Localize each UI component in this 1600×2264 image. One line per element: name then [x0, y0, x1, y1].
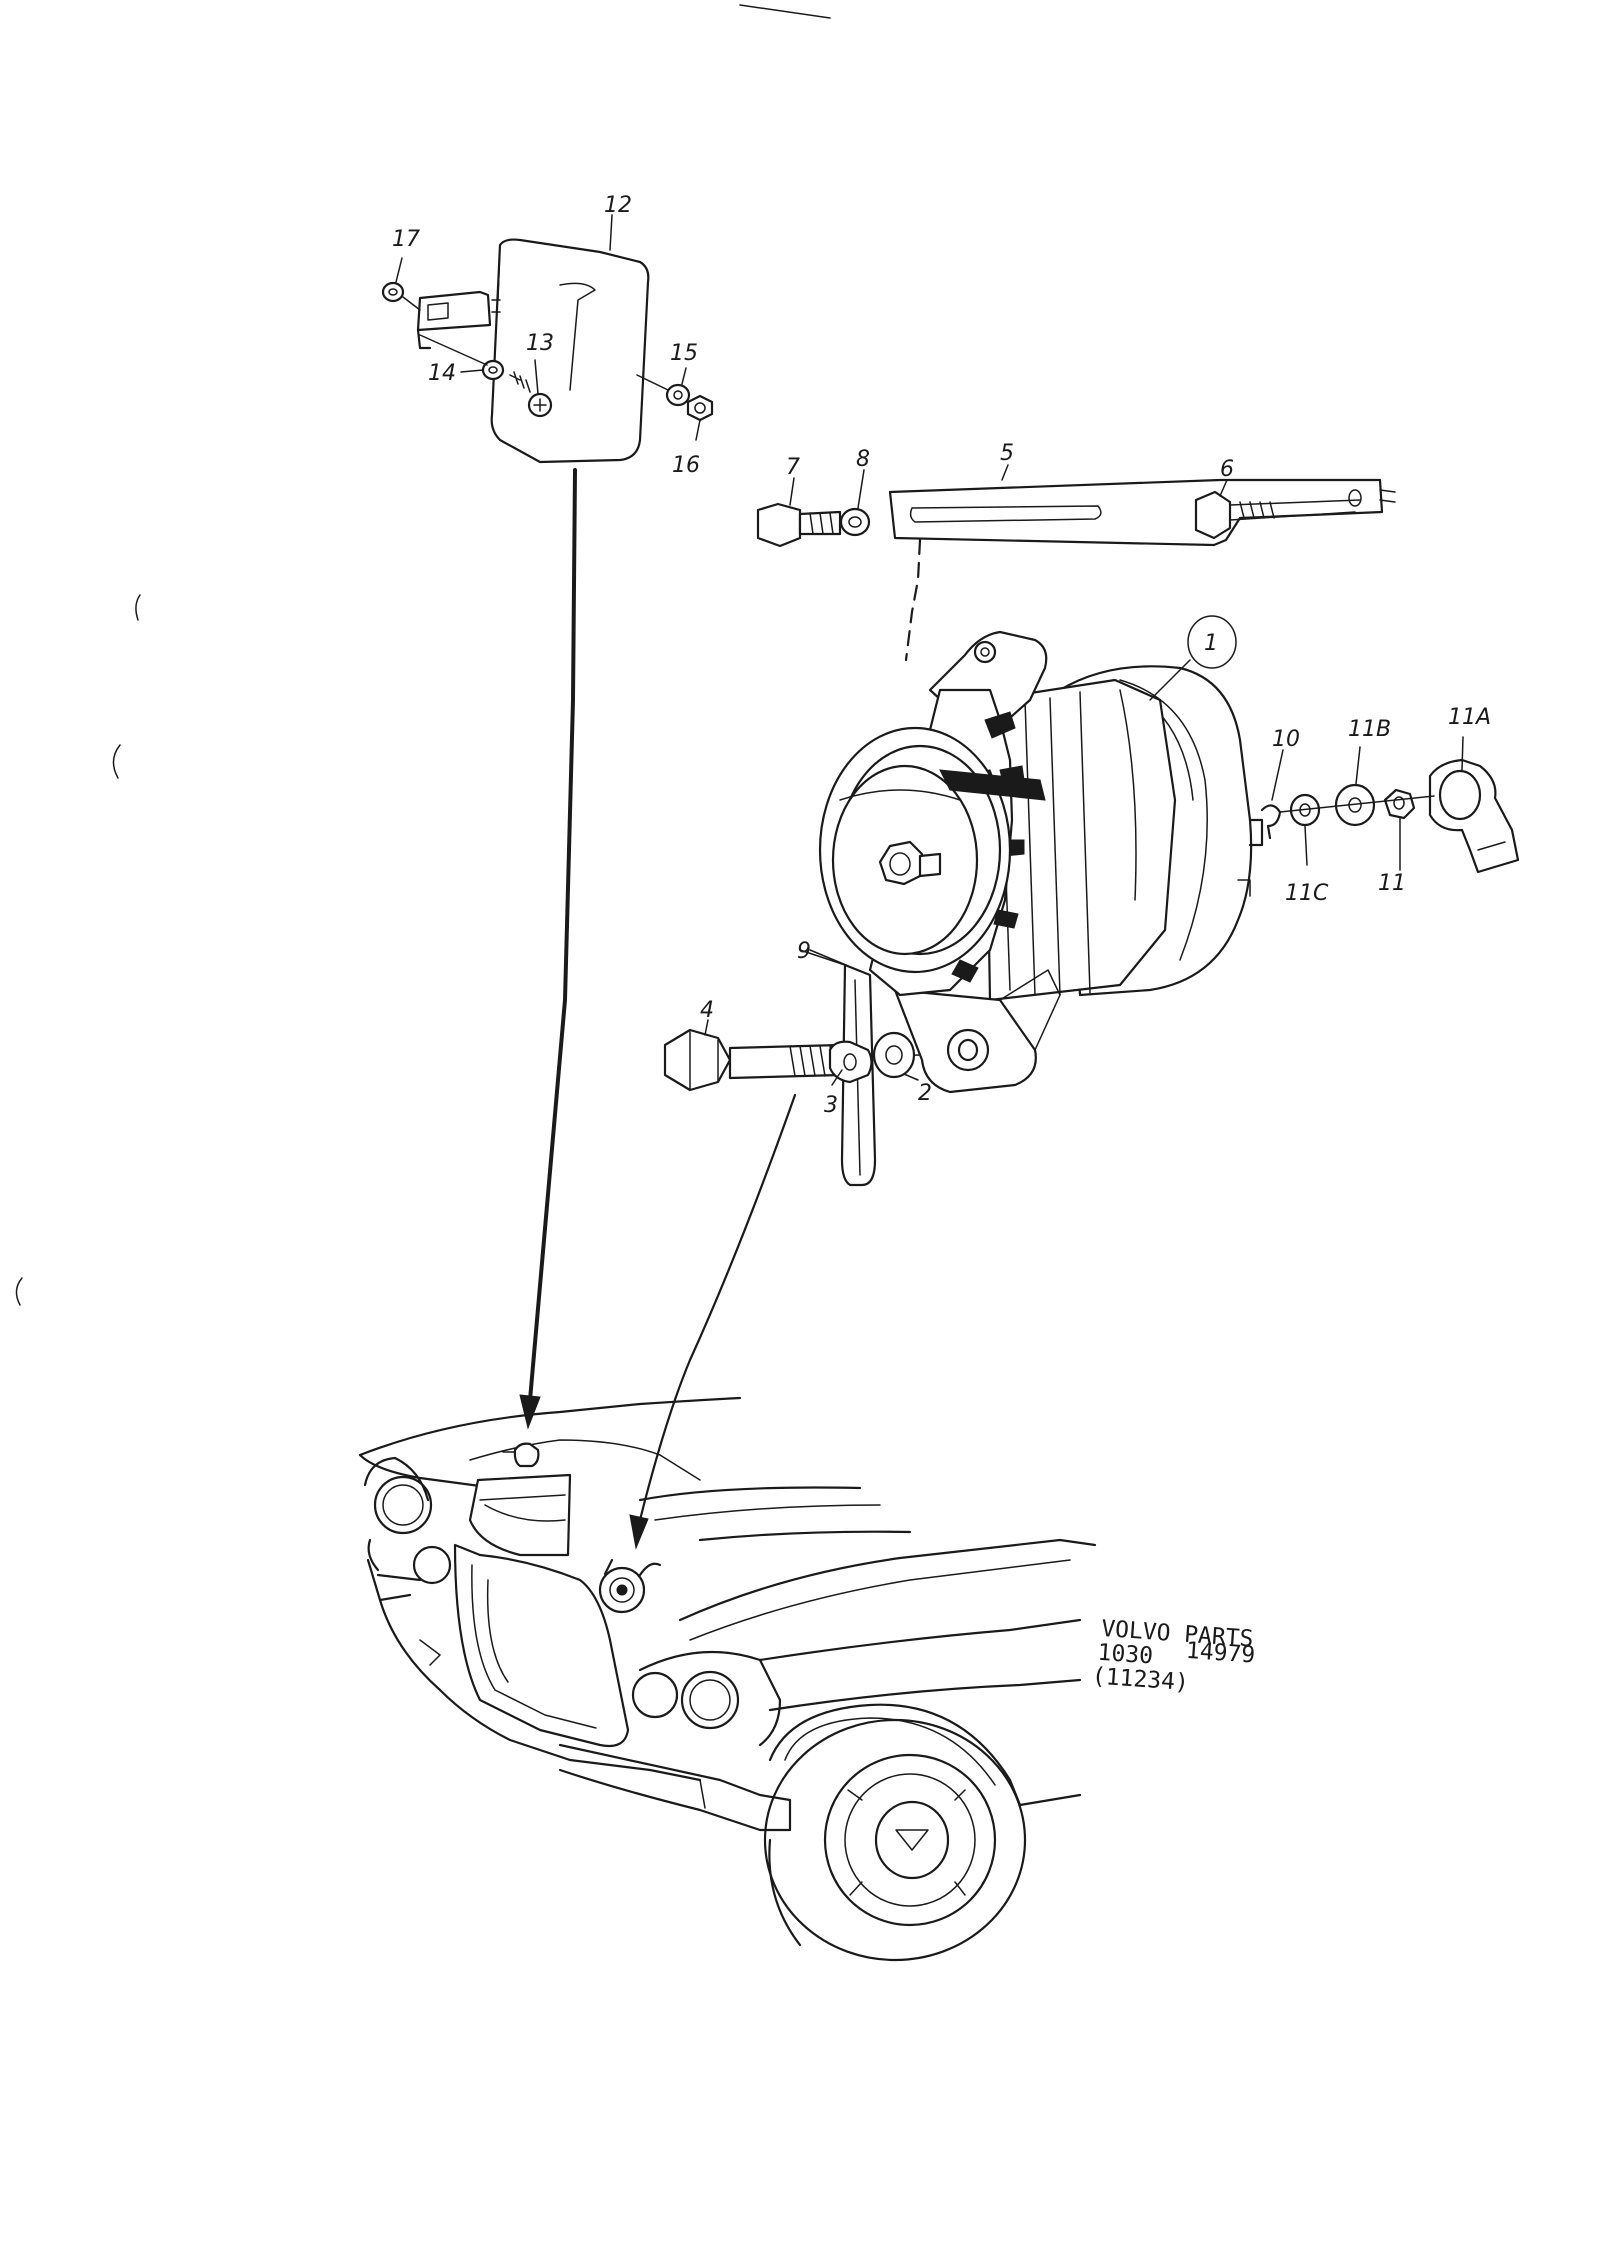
- washer-3: [828, 1040, 873, 1084]
- scan-mark-4: [739, 4, 831, 19]
- callout-11b: 11B: [1348, 717, 1391, 742]
- stamp-code-14979: 14979: [1185, 1638, 1256, 1669]
- stamp-code-11234: (11234): [1091, 1663, 1190, 1696]
- scan-mark-2: [112, 744, 121, 779]
- callout-circle-1: [1187, 615, 1237, 669]
- clip-10: [1260, 804, 1282, 840]
- scan-mark-3: [15, 1277, 23, 1306]
- callout-7: 7: [786, 455, 800, 480]
- callout-leader-lines: [395, 214, 1464, 1086]
- bolt-4: [663, 1028, 921, 1092]
- bolt-6: [1194, 490, 1361, 540]
- voltage-regulator: [490, 238, 650, 464]
- callout-13: 13: [526, 331, 554, 356]
- callout-8: 8: [856, 447, 870, 472]
- nut-16: [686, 394, 714, 422]
- callout-16: 16: [672, 453, 700, 478]
- car-front-illustration: [358, 1396, 1097, 1962]
- alternator: [818, 630, 1264, 1094]
- dashed-assembly-line: [904, 538, 922, 662]
- terminal-cover-11a: [1279, 758, 1520, 874]
- callout-10: 10: [1272, 727, 1300, 752]
- bolt-7: [756, 502, 842, 548]
- stamp-code-1030: 1030: [1097, 1640, 1154, 1670]
- callout-15: 15: [670, 341, 698, 366]
- washer-8: [839, 507, 871, 537]
- regulator-location-line: [528, 468, 577, 1402]
- callout-17: 17: [392, 227, 420, 252]
- adjustment-bar: [888, 478, 1396, 547]
- callout-11: 11: [1378, 871, 1406, 896]
- callout-2: 2: [918, 1081, 932, 1106]
- callout-6: 6: [1220, 457, 1234, 482]
- scan-mark-1: [135, 594, 141, 621]
- callout-3: 3: [824, 1093, 838, 1118]
- washer-17: [381, 281, 421, 311]
- washer-11b: [1334, 783, 1376, 827]
- screw-13: [509, 371, 553, 418]
- callout-12: 12: [604, 193, 632, 218]
- callout-11a: 11A: [1448, 705, 1491, 730]
- washer-14: [419, 334, 505, 381]
- alternator-location-line: [638, 1093, 797, 1522]
- callout-14: 14: [428, 361, 456, 386]
- callout-1: 1: [1204, 631, 1218, 656]
- regulator-bracket: [416, 290, 501, 350]
- nut-11: [1383, 788, 1416, 820]
- part-number-stamp: VOLVO PARTS 1030 14979 (11234): [1091, 1616, 1256, 1696]
- callout-5: 5: [1000, 441, 1014, 466]
- callout-9: 9: [797, 939, 811, 964]
- alternator-location-arrow: [629, 1514, 649, 1550]
- washer-15: [636, 374, 691, 407]
- callout-4: 4: [700, 998, 714, 1023]
- callout-11c: 11C: [1285, 881, 1329, 906]
- regulator-location-arrow: [519, 1394, 541, 1430]
- washer-2: [872, 1031, 916, 1079]
